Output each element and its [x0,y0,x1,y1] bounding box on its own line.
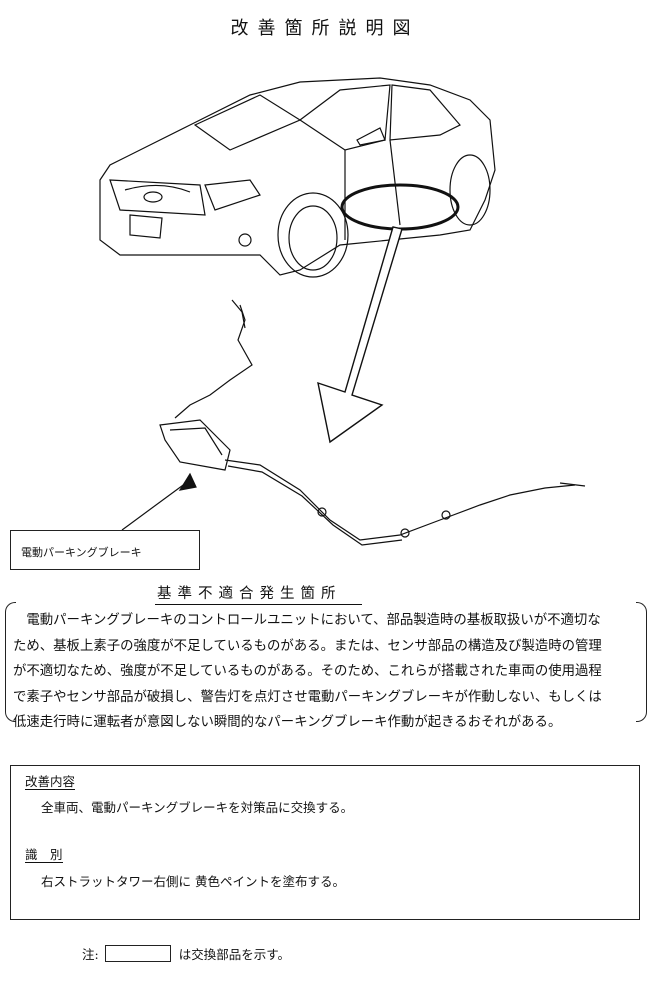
defect-line: が不適切なため、強度が不足しているものがある。そのため、これらが搭載された車両の… [13,664,602,679]
part-label-box: 電動パーキングブレーキ [10,530,200,570]
part-label: 電動パーキングブレーキ [21,546,142,559]
defect-line: 低速走行時に運転者が意図しない瞬間的なパーキングブレーキ作動が起きるおそれがある… [13,715,562,730]
legend-note: 注: は交換部品を示す。 [82,944,290,963]
parking-brake-illustration [159,299,586,546]
defect-line: 電動パーキングブレーキのコントロールユニットにおいて、部品製造時の基板取扱いが不… [26,613,601,628]
defect-line: ため、基板上素子の強度が不足しているものがある。または、センサ部品の構造及び製造… [13,638,602,654]
note-suffix: は交換部品を示す。 [178,947,290,962]
label-leader-line [121,479,191,531]
identification-heading: 識 別 [25,847,63,863]
remedy-heading: 改善内容 [25,774,76,790]
defect-line: で素子やセンサ部品が破損し、警告灯を点灯させ電動パーキングブレーキが作動しない、… [13,689,602,705]
identification-text: 右ストラットタワー右側に 黄色ペイントを塗布する。 [41,874,345,889]
illustration [99,77,586,546]
legend-swatch [104,945,171,962]
note-prefix: 注: [82,947,99,962]
defect-heading: 基準不適合発生箇所 [155,582,362,605]
remedy-box: 改善内容 全車両、電動パーキングブレーキを対策品に交換する。 識 別 右ストラッ… [10,765,640,920]
page-title: 改善箇所説明図 [230,18,420,39]
remedy-text: 全車両、電動パーキングブレーキを対策品に交換する。 [41,800,354,815]
label-arrowhead [178,472,197,491]
defect-description: 電動パーキングブレーキのコントロールユニットにおいて、部品製造時の基板取扱いが不… [5,600,647,730]
callout-arrow [317,226,403,444]
car-illustration [99,77,496,278]
